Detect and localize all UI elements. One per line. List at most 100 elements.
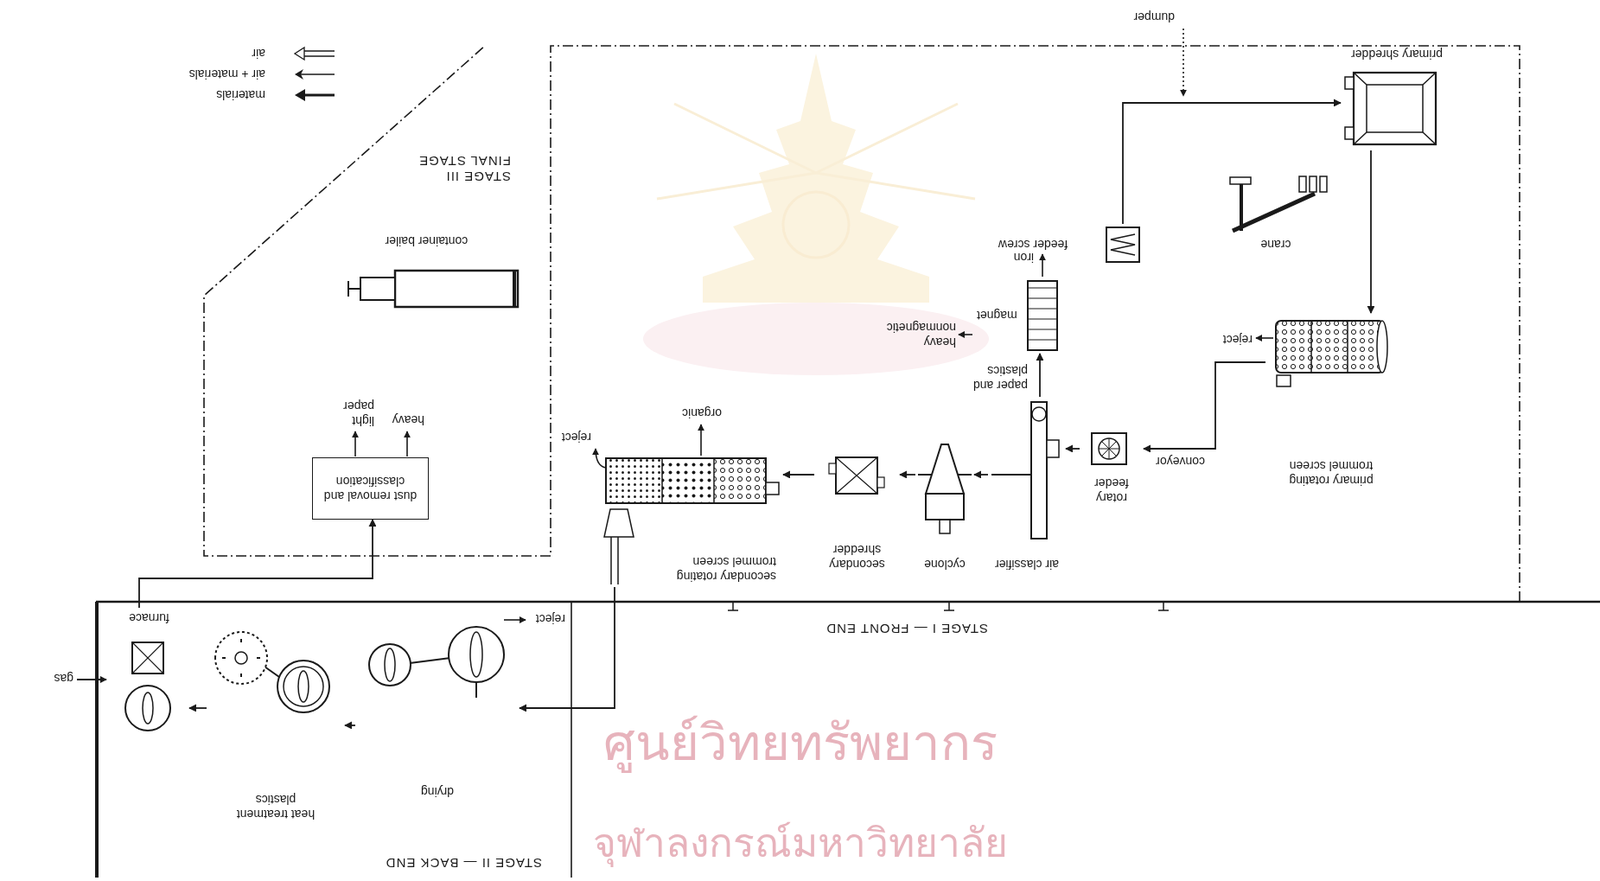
legend-sample [303,94,335,97]
air-classifier-symbol [991,401,1059,539]
emblem-watermark [702,53,930,303]
output-label: heavy nonmagnetic [878,319,957,350]
output-label: reject [561,429,592,445]
equipment-label: heat treatment plastics [228,791,324,822]
drying-cyclones [369,643,411,686]
cyclone-symbol [917,444,972,534]
feeder-screw-symbol [1106,227,1140,262]
legend-entry: air [251,45,337,62]
legend-text: air + materials [189,67,266,83]
region-outline [95,601,572,878]
heat-treatment-units [222,638,261,677]
bailer-symbol [348,280,361,297]
rotary-feeder-symbol [1091,433,1127,465]
flow-arrow [899,473,916,476]
region-outline [95,601,99,878]
air-classifier-symbol [1046,439,1059,458]
flow-arrow [519,586,615,708]
output-label: gas [53,670,74,686]
legend-sample [294,47,305,60]
drying-cyclones [384,648,396,682]
trommel-symbol [765,482,779,495]
equipment-node: furnace [108,607,190,752]
cyclone-symbol [925,444,964,494]
trommel-symbol [700,424,702,456]
equipment-node: drying [355,605,520,802]
drying-cyclones [470,631,483,677]
magnet-symbol [1027,287,1058,340]
drying-cyclones [475,682,478,698]
shredder-symbol [835,457,878,494]
output-label: light paper [334,398,375,428]
emblem-watermark [674,103,816,173]
equipment-node: primary shredder [1340,44,1454,151]
furnace-symbol [125,685,171,731]
cyclone-symbol [925,493,964,520]
equipment-node: magnet [973,277,1065,354]
label-anchor: gas [53,670,74,687]
label-anchor: light paper [334,398,375,428]
heat-treatment-units [298,670,309,702]
rotary-feeder-symbol [1098,438,1120,459]
equipment-label: drying [420,784,454,799]
furnace-symbol [132,642,164,674]
equipment-node: cyclone [915,431,975,574]
edge-label: paper and plastics [948,363,1030,393]
crane-symbol [1239,180,1244,231]
magnet-symbol [1027,280,1058,351]
equipment-label: primary shredder [1351,46,1443,62]
shredder-symbol [835,457,878,494]
flow-arrow [139,519,373,608]
trommel-symbol [1376,320,1388,373]
shredder-symbol [1345,72,1436,145]
heat-treatment-units [277,660,330,713]
trommel-symbol [662,458,714,504]
shredder-symbol [877,477,885,488]
trommel-symbol [611,536,619,585]
label-anchor: heavy [392,412,425,428]
bailer-symbol [348,270,518,307]
shredder-symbol [1345,76,1354,90]
edge-label-anchor: conveyor [1153,453,1207,470]
flow-arrow [1039,353,1041,397]
trommel-symbol [662,458,714,504]
crane-symbol [1230,177,1251,185]
label-anchor: organic [682,405,722,421]
output-label: organic [682,405,722,421]
furnace-symbol [76,678,107,681]
trommel-symbol [604,509,634,537]
feeder-screw-symbol [1106,227,1140,262]
legend-entry: air + materials [189,66,337,83]
furnace-symbol [76,642,171,731]
trommel-symbol [1276,375,1291,387]
label-anchor: heavy nonmagnetic [878,319,957,350]
stage-separator [727,601,1169,611]
legend-text: air [251,46,266,62]
shredder-symbol [1366,84,1423,133]
bailer-symbol [395,270,518,307]
equipment-label: air classifier [994,556,1059,572]
rotary-feeder-symbol [1091,433,1127,465]
trommel-symbol [713,458,766,504]
equipment-node: air classifier [988,396,1066,574]
crane-symbol [1230,176,1327,231]
shredder-symbol [1345,127,1354,140]
stage-region: STAGE I — FRONT ENDprimary shredderprima… [550,35,1520,648]
watermark-text: จุฬาลงกรณ์มหาวิทยาลัย [592,821,1008,866]
dust-output-arrows [355,431,408,457]
stage-separator [95,601,1600,611]
crane-symbol [1309,176,1317,192]
box-text: dust removal and classification [322,473,420,504]
dust-output-arrows [406,431,408,457]
trommel-symbol [605,458,663,504]
label-anchor: reject [561,429,592,446]
heat-treatment-units [215,631,268,684]
shredder-symbol [1353,72,1436,145]
output-label: heavy [392,412,425,428]
trommel-symbol [605,458,766,504]
air-classifier-symbol [991,473,1032,476]
bailer-symbol [360,277,396,300]
crane-symbol [1232,193,1315,231]
stage-heading: STAGE III FINAL STAGE [405,152,511,185]
equipment-node: primary rotating trommel screen [1265,312,1397,491]
